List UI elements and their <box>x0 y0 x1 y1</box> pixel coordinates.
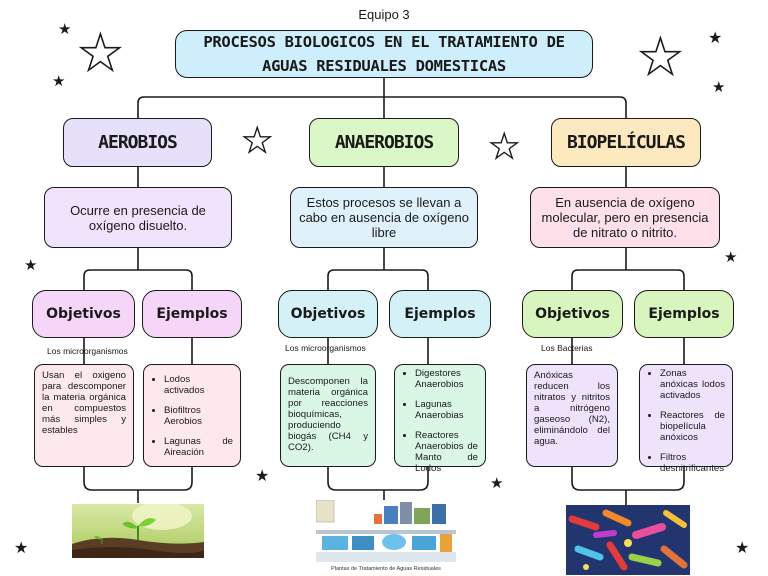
treatment-plant-image: Plantas de Tratamiento de Aguas Residual… <box>315 499 456 576</box>
microorganisms-label-anaerobios: Los microorganismos <box>285 343 366 353</box>
ejemplos-label-biopeliculas: Ejemplos <box>634 290 734 338</box>
ejemplo-item: Zonas anóxicas lodos activados <box>660 368 725 401</box>
microorganisms-label-biopeliculas: Los Bacterias <box>541 343 593 353</box>
description-aerobios: Ocurre en presencia de oxígeno disuelto. <box>44 187 232 248</box>
ejemplo-item: Reactores de biopelícula anóxicos <box>660 410 725 443</box>
hand-drawn-star-icon: ★ <box>637 28 683 86</box>
hand-drawn-star-icon: ★ <box>488 127 520 167</box>
ejemplos-list-aerobios: Lodos activados Biofiltros Aerobios Lagu… <box>143 364 241 467</box>
hand-drawn-star-icon: ★ <box>255 466 270 485</box>
objetivos-paragraph-anaerobios: Descomponen la materia orgánica por reac… <box>288 376 368 453</box>
hand-drawn-star-icon: ★ <box>14 538 29 557</box>
description-anaerobios: Estos procesos se llevan a cabo en ausen… <box>290 187 478 248</box>
objetivos-text-anaerobios: Descomponen la materia orgánica por reac… <box>280 364 376 467</box>
ejemplo-item: Digestores Anaerobios <box>415 368 478 390</box>
main-title: PROCESOS BIOLOGICOS EN EL TRATAMIENTO DE… <box>175 30 593 78</box>
objetivos-text-aerobios: Usan el oxigeno para descomponer la mate… <box>34 364 134 467</box>
category-biopeliculas: BIOPELÍCULAS <box>551 118 701 167</box>
category-aerobios: AEROBIOS <box>63 118 212 167</box>
hand-drawn-star-icon: ★ <box>712 78 726 96</box>
treatment-plant-caption: Plantas de Tratamiento de Aguas Residual… <box>331 566 441 572</box>
ejemplos-list-biopeliculas: Zonas anóxicas lodos activados Reactores… <box>639 364 733 474</box>
ejemplo-item: Lagunas de Aireación <box>164 436 233 458</box>
hand-drawn-star-icon: ★ <box>77 24 123 82</box>
ejemplo-item: Biofiltros Aerobios <box>164 405 233 427</box>
objetivos-label-aerobios: Objetivos <box>32 290 135 338</box>
ejemplo-item: Lodos activados <box>164 374 233 396</box>
hand-drawn-star-icon: ★ <box>490 474 504 492</box>
main-title-line-1: PROCESOS BIOLOGICOS EN EL TRATAMIENTO DE <box>203 33 565 51</box>
ejemplo-item: Reactores Anaerobios de Manto de Lodos <box>415 430 478 474</box>
description-biopeliculas: En ausencia de oxígeno molecular, pero e… <box>530 187 720 248</box>
microorganisms-label-aerobios: Los microorganismos <box>47 346 128 356</box>
hand-drawn-star-icon: ★ <box>735 538 750 557</box>
ejemplo-item: Filtros desnitrificantes <box>660 452 725 474</box>
objetivos-paragraph-biopeliculas: Anóxicas reducen los nitratos y nitritos… <box>534 370 610 447</box>
hand-drawn-star-icon: ★ <box>24 256 38 274</box>
category-anaerobios: ANAEROBIOS <box>309 118 459 167</box>
objetivos-label-biopeliculas: Objetivos <box>522 290 623 338</box>
hand-drawn-star-icon: ★ <box>241 121 273 161</box>
treatment-plant-illustration <box>315 499 456 562</box>
objetivos-text-biopeliculas: Anóxicas reducen los nitratos y nitritos… <box>526 364 618 467</box>
ejemplos-label-aerobios: Ejemplos <box>142 290 242 338</box>
hand-drawn-star-icon: ★ <box>708 28 723 47</box>
main-title-line-2: AGUAS RESIDUALES DOMESTICAS <box>262 57 506 75</box>
team-label: Equipo 3 <box>358 7 410 22</box>
objetivos-paragraph-aerobios: Usan el oxigeno para descomponer la mate… <box>42 370 126 436</box>
bacteria-image <box>566 505 690 575</box>
ejemplos-list-anaerobios: Digestores Anaerobios Lagunas Anaerobias… <box>394 364 486 474</box>
hand-drawn-star-icon: ★ <box>52 72 66 90</box>
hand-drawn-star-icon: ★ <box>724 248 738 266</box>
ejemplo-item: Lagunas Anaerobias <box>415 399 478 421</box>
hand-drawn-star-icon: ★ <box>58 20 72 38</box>
ejemplos-label-anaerobios: Ejemplos <box>389 290 491 338</box>
objetivos-label-anaerobios: Objetivos <box>278 290 378 338</box>
seedling-soil-image <box>72 504 204 558</box>
